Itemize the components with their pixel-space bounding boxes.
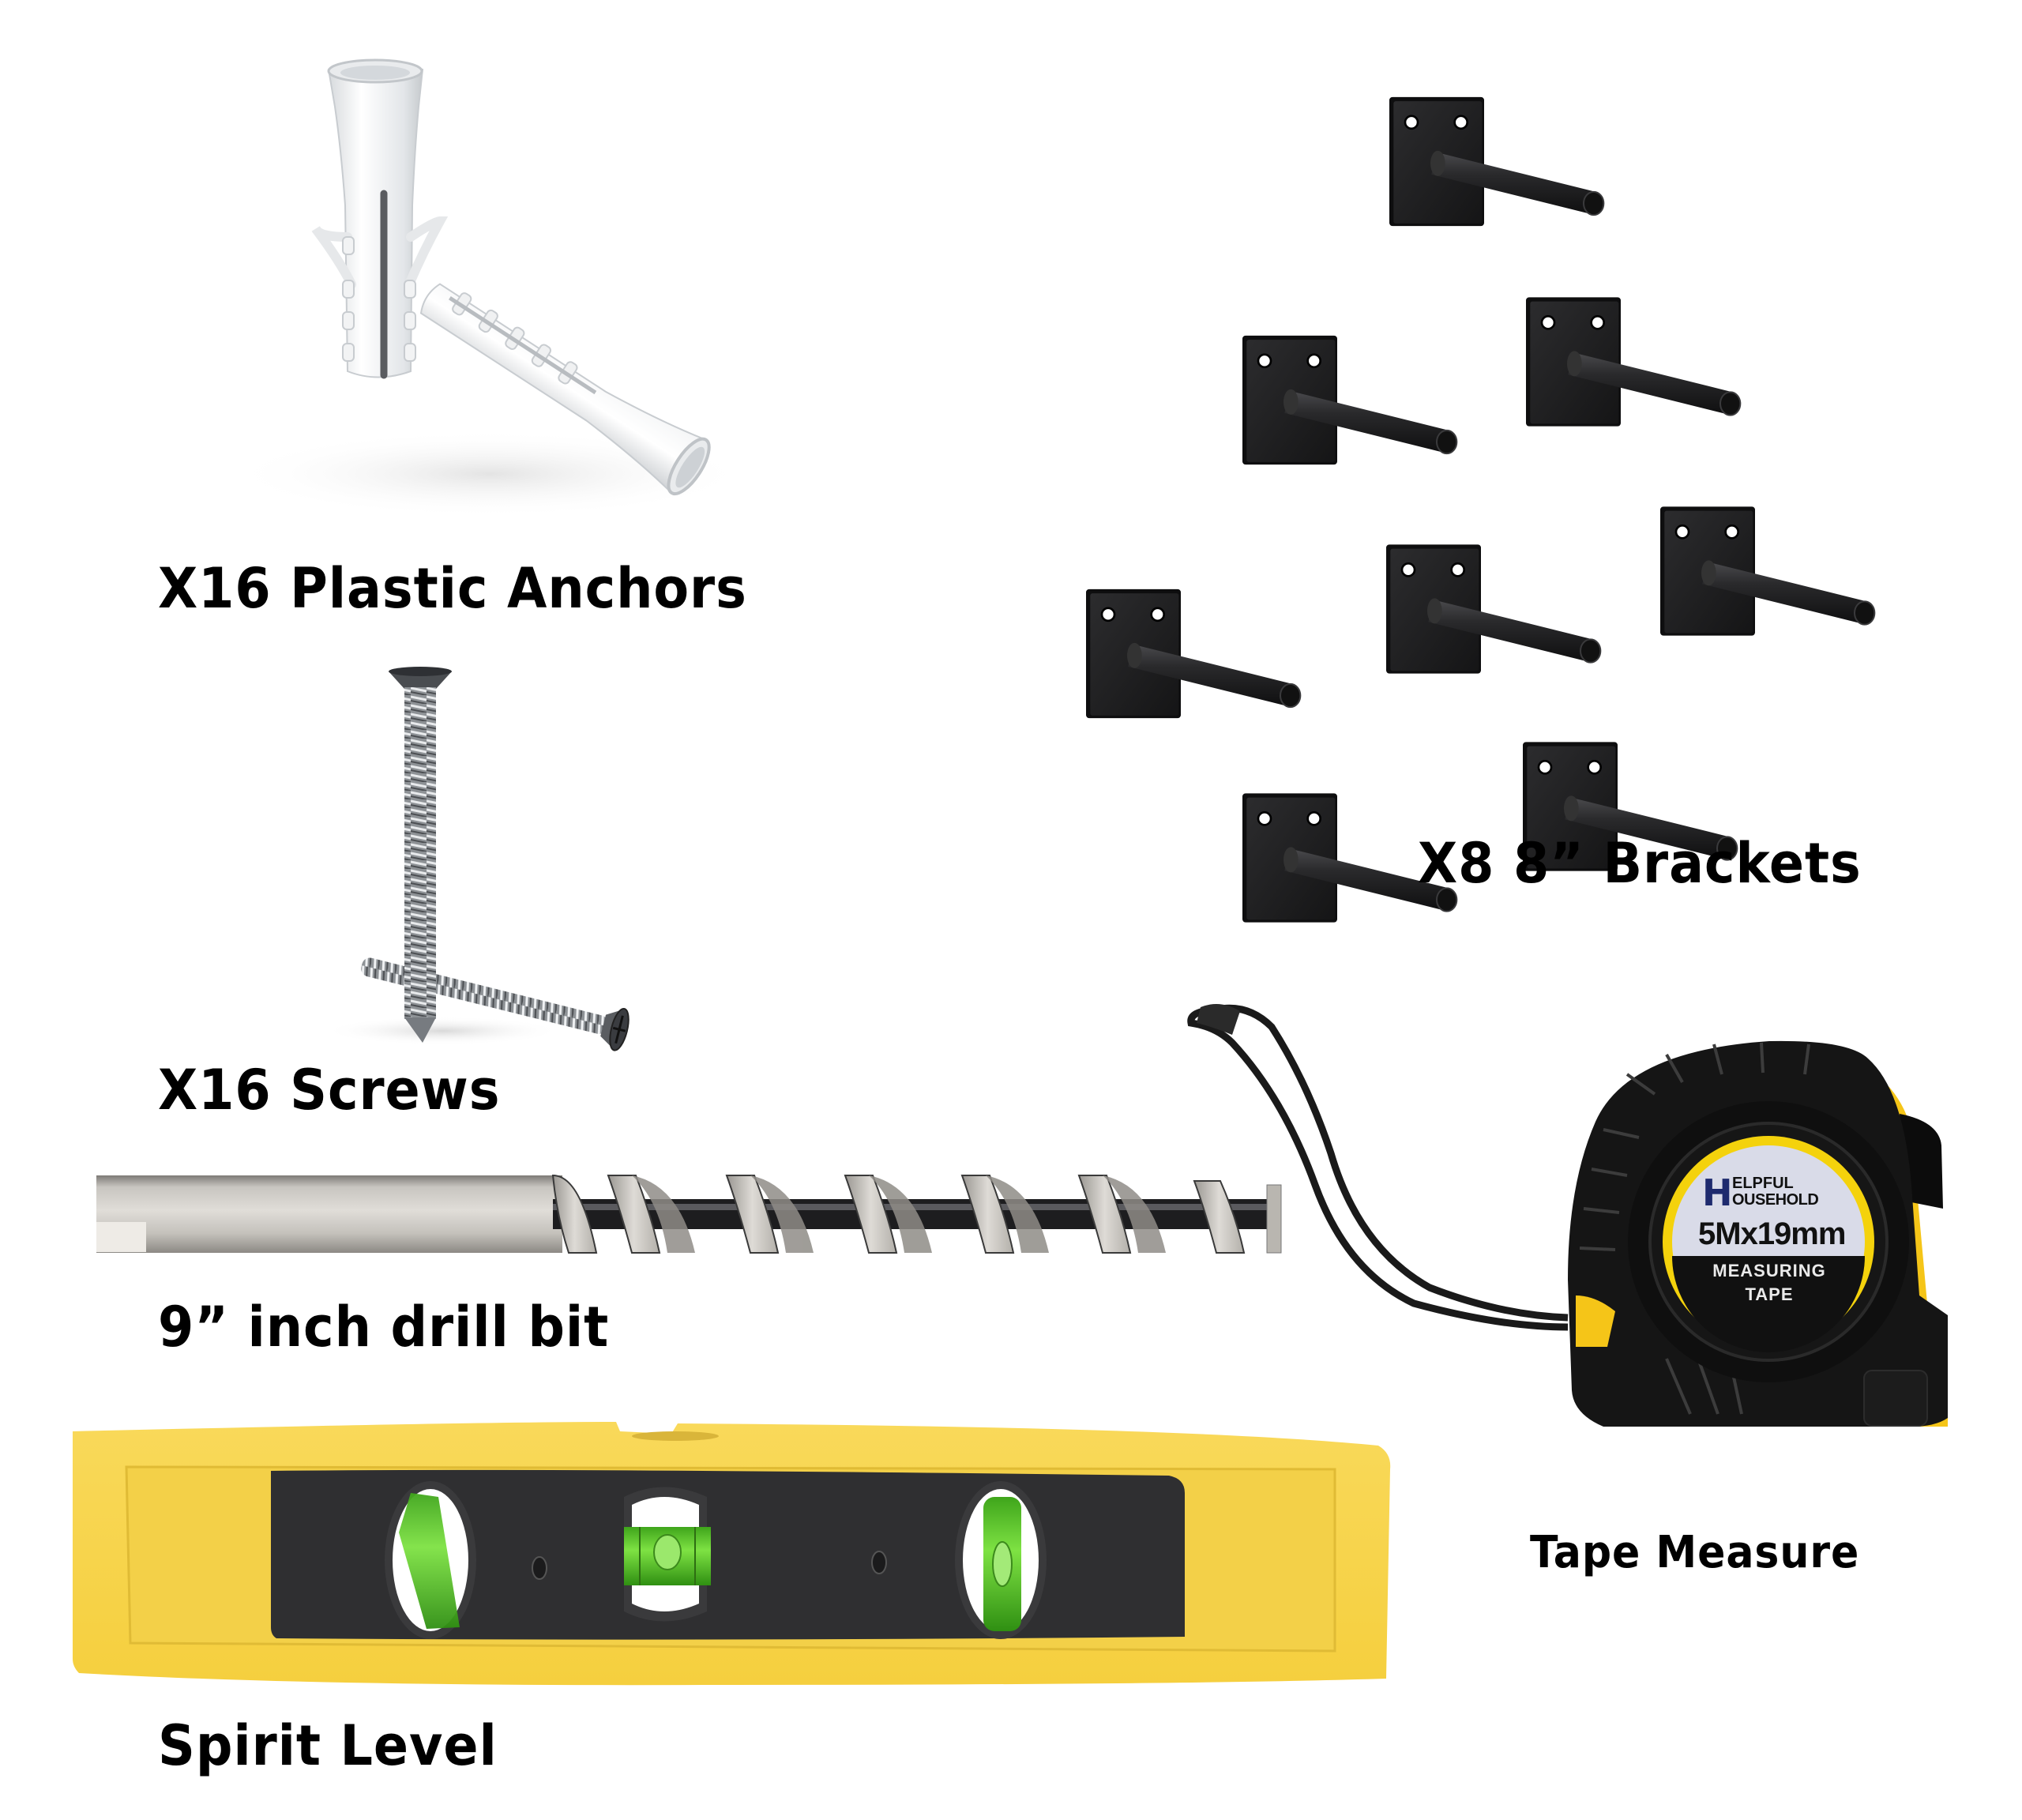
tape-spec: 5Mx19mm	[1698, 1216, 1846, 1251]
screws-label: X16 Screws	[158, 1058, 501, 1122]
tape-brand-logo: H ELPFUL OUSEHOLD	[1702, 1171, 1840, 1214]
drill-bit-label: 9” inch drill bit	[158, 1295, 610, 1359]
tape-type-line2: TAPE	[1745, 1284, 1794, 1304]
tape-measure-label: Tape Measure	[1530, 1527, 1860, 1578]
brackets-label: X8 8” Brackets	[1418, 831, 1862, 896]
brand-line1: ELPFUL	[1732, 1175, 1794, 1192]
spirit-level-label: Spirit Level	[158, 1713, 498, 1778]
brand-initial: H	[1702, 1171, 1733, 1214]
tape-type-line1: MEASURING	[1712, 1261, 1826, 1280]
anchors-label: X16 Plastic Anchors	[158, 556, 747, 621]
brand-line2: OUSEHOLD	[1732, 1191, 1819, 1209]
